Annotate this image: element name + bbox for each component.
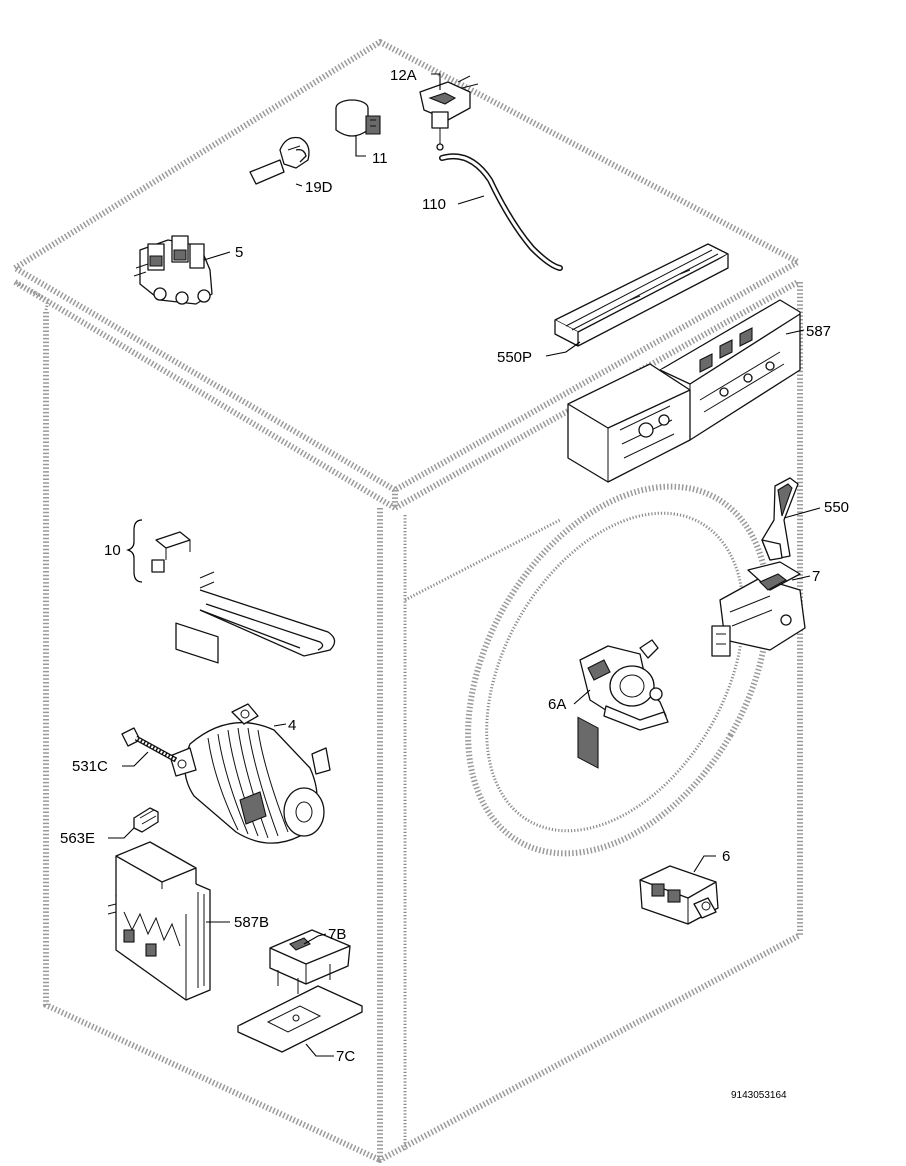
label-531C: 531C — [72, 758, 108, 775]
part-7-door-lock — [711, 561, 806, 657]
label-550: 550 — [824, 499, 849, 516]
part-7B-bracket — [269, 929, 351, 994]
label-587B: 587B — [234, 914, 269, 931]
part-7C-base-plate — [237, 985, 363, 1053]
label-12A: 12A — [390, 67, 417, 84]
label-563E: 563E — [60, 830, 95, 847]
label-10: 10 — [104, 542, 121, 559]
label-4: 4 — [288, 717, 296, 734]
part-550-door-handle — [761, 477, 799, 561]
part-531C-screw — [121, 727, 178, 763]
part-587-control-board — [567, 299, 801, 769]
part-5-inlet-valve — [133, 235, 213, 305]
label-7C: 7C — [336, 1048, 355, 1065]
label-19D: 19D — [305, 179, 333, 196]
part-19D-clip — [249, 136, 310, 185]
leader-lines — [108, 73, 821, 1057]
label-7B: 7B — [328, 926, 346, 943]
part-6-connector — [639, 865, 719, 925]
label-5: 5 — [235, 244, 243, 261]
part-6A-drain-pump — [579, 639, 669, 731]
label-6A: 6A — [548, 696, 566, 713]
cabinet-outline — [12, 39, 803, 1163]
brace-10 — [126, 519, 143, 583]
label-550P: 550P — [497, 349, 532, 366]
label-587: 587 — [806, 323, 831, 340]
part-4-motor — [169, 703, 331, 844]
part-10-heating-element — [151, 531, 336, 664]
label-110: 110 — [422, 196, 446, 213]
label-11: 11 — [372, 150, 388, 167]
part-labels: 12A 11 19D 110 5 550P 587 550 7 10 6A 4 … — [60, 67, 849, 1101]
part-110-hose — [439, 153, 563, 271]
label-6: 6 — [722, 848, 730, 865]
part-563E-clip — [133, 807, 159, 833]
part-11-capacitor — [335, 99, 381, 137]
part-587B-module — [107, 841, 211, 1001]
label-7: 7 — [812, 568, 820, 585]
part-550P-panel-strip — [554, 243, 729, 347]
drawing-code: 9143053164 — [731, 1090, 787, 1101]
part-12A-pressure-switch — [419, 75, 479, 151]
